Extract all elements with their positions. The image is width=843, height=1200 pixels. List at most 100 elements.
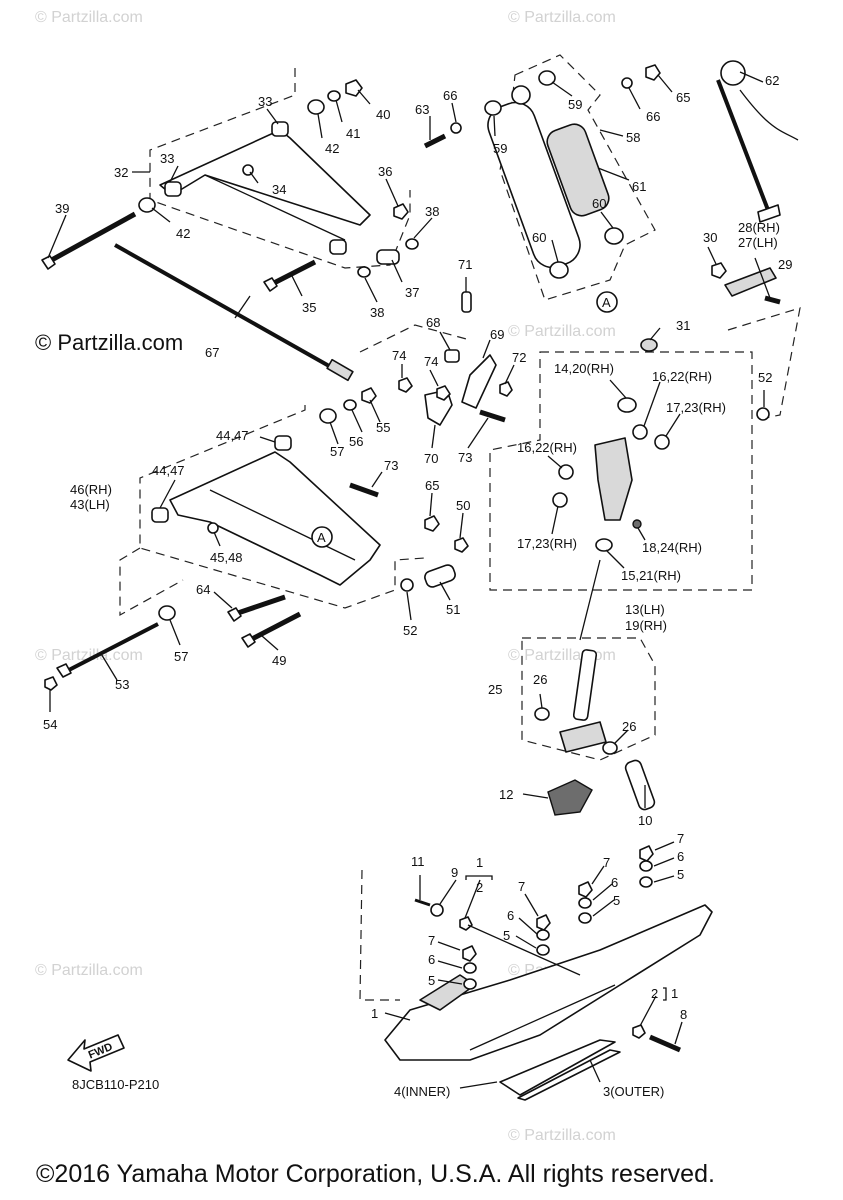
callout: 54 xyxy=(43,717,57,732)
callout: 57 xyxy=(174,649,188,664)
nut-7 xyxy=(462,945,477,962)
bolt-63 xyxy=(423,133,447,149)
leader xyxy=(159,479,176,509)
bushing-14 xyxy=(617,397,637,413)
leader xyxy=(459,512,464,539)
grease-nipple-18 xyxy=(632,519,642,529)
leader xyxy=(169,619,181,646)
washer-6 xyxy=(463,962,477,974)
callout: 72 xyxy=(512,350,526,365)
nut-36 xyxy=(393,203,409,220)
callout: 38 xyxy=(425,204,439,219)
bracket-1-2 xyxy=(465,875,493,880)
washer-57 xyxy=(158,605,176,621)
callout: 33 xyxy=(160,151,174,166)
bracket-69 xyxy=(461,354,497,409)
leader xyxy=(439,581,451,601)
bolt-49 xyxy=(248,611,302,643)
bushing-16 xyxy=(632,424,648,440)
leader xyxy=(437,979,463,985)
leader xyxy=(653,875,675,883)
callout: 1 xyxy=(371,1006,378,1021)
callout: 2 xyxy=(651,986,658,1001)
leader xyxy=(151,207,171,223)
leader xyxy=(431,424,436,449)
shock-eye xyxy=(511,85,531,105)
bolt-35-head xyxy=(263,277,278,292)
callout: 9 xyxy=(451,865,458,880)
callout: 70 xyxy=(424,451,438,466)
leader xyxy=(707,246,717,265)
callout: 51 xyxy=(446,602,460,617)
leader xyxy=(482,339,491,359)
callout: 6 xyxy=(611,875,618,890)
washer-42 xyxy=(138,197,156,213)
washer-6 xyxy=(639,860,653,872)
leader-lines xyxy=(47,71,771,1089)
collar-2 xyxy=(632,1024,646,1039)
callout: 62 xyxy=(765,73,779,88)
callout: 50 xyxy=(456,498,470,513)
callout: 37 xyxy=(405,285,419,300)
leader xyxy=(649,327,661,341)
leader xyxy=(261,635,279,651)
leader xyxy=(515,935,537,949)
leader xyxy=(589,1059,601,1083)
gauge-62 xyxy=(716,60,799,223)
leader xyxy=(551,239,559,263)
bolt-35 xyxy=(268,259,317,288)
callout: 33 xyxy=(258,94,272,109)
callout: 7 xyxy=(603,855,610,870)
washer-38 xyxy=(405,238,419,250)
bushing-60 xyxy=(604,227,624,245)
callout: 68 xyxy=(426,315,440,330)
watermark: © Partzilla.com xyxy=(35,962,143,979)
leader xyxy=(551,81,573,97)
callout: 69 xyxy=(490,327,504,342)
ref-a-circle xyxy=(596,291,618,313)
leader xyxy=(249,171,259,184)
leader xyxy=(654,841,675,851)
bolt-39-head xyxy=(41,255,56,270)
callout: 6 xyxy=(428,952,435,967)
callout: 46(RH) xyxy=(70,482,112,497)
leader xyxy=(739,71,764,83)
bushing xyxy=(329,239,347,255)
bushing-26 xyxy=(602,741,618,755)
callout: 5 xyxy=(503,928,510,943)
leader xyxy=(613,729,629,745)
leader xyxy=(291,275,303,297)
callout: 64 xyxy=(196,582,210,597)
collar-5 xyxy=(639,876,653,888)
pin-11 xyxy=(414,898,431,907)
leader xyxy=(451,102,457,123)
leader xyxy=(234,295,251,319)
watermark: © Partzilla.com xyxy=(508,1127,616,1144)
bolt-73 xyxy=(349,482,379,498)
washer-57 xyxy=(319,408,337,424)
leader xyxy=(213,591,233,609)
leader xyxy=(524,893,539,917)
nut-74 xyxy=(398,377,413,393)
lower-a-arm xyxy=(169,451,381,586)
spindle-bracket xyxy=(559,721,607,753)
bolt-29 xyxy=(764,295,781,305)
leader xyxy=(518,917,538,935)
spindle-group xyxy=(489,338,770,641)
group-bracket-46 xyxy=(139,405,426,609)
group-bracket-25 xyxy=(521,637,656,761)
ski-1 xyxy=(384,904,713,1061)
leader xyxy=(600,211,614,229)
callout: 30 xyxy=(703,230,717,245)
callout: 42 xyxy=(325,141,339,156)
leader xyxy=(351,409,363,433)
callout: 56 xyxy=(349,434,363,449)
callout: 13(LH) xyxy=(625,602,665,617)
washer-56 xyxy=(343,399,357,411)
leader xyxy=(169,165,179,183)
callout: 17,23(RH) xyxy=(666,400,726,415)
spindle-housing xyxy=(594,437,633,521)
watermark: © Partzilla.com xyxy=(508,9,616,26)
callout: 4(INNER) xyxy=(394,1084,450,1099)
washer-66 xyxy=(621,77,633,89)
